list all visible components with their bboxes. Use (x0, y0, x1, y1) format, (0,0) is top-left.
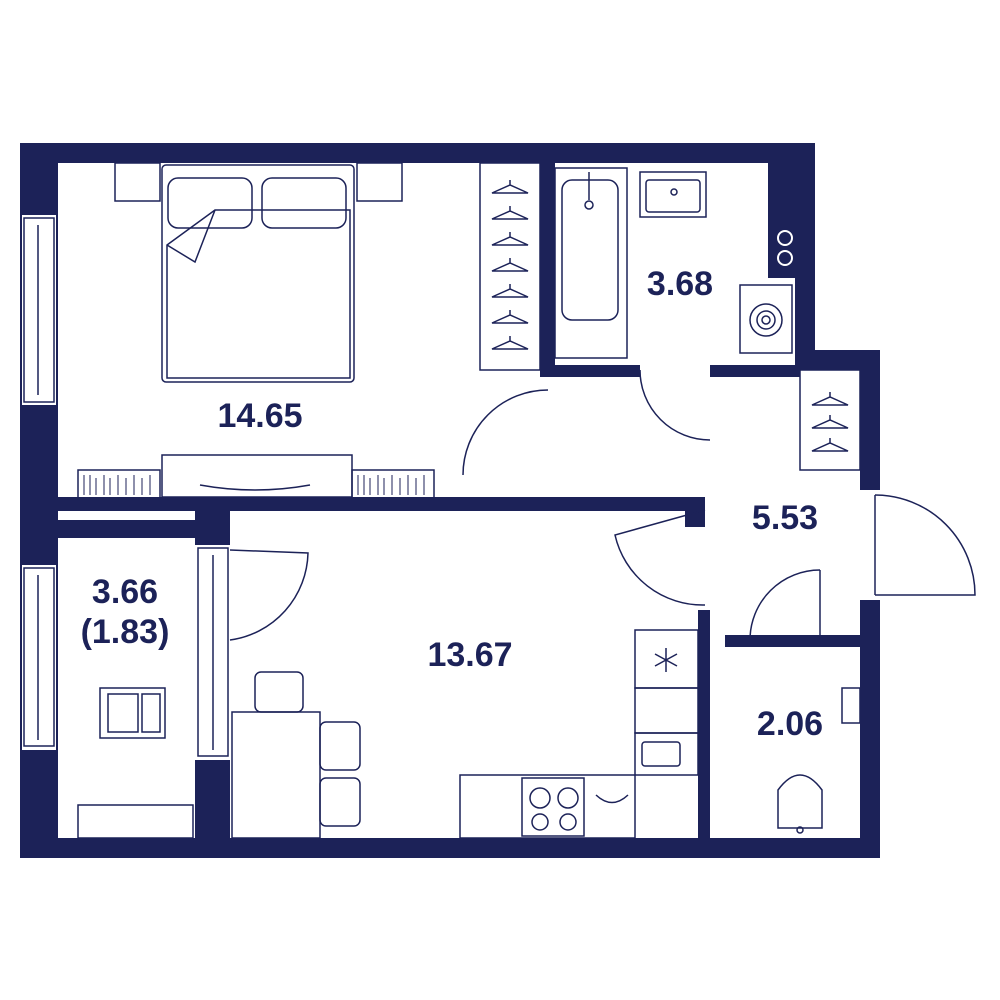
furniture (77, 162, 861, 839)
hall-area-label: 5.53 (751, 499, 819, 537)
window-icon (197, 547, 229, 757)
dining-table-icon (231, 671, 361, 839)
balcony-reduced-area-label: (1.83) (80, 613, 170, 651)
chair-icon (319, 721, 361, 771)
bedroom-area-label: 14.65 (217, 397, 303, 435)
door-icon (462, 389, 549, 476)
chair-icon (254, 671, 304, 713)
window-icon (23, 217, 55, 403)
sink-icon (634, 732, 699, 776)
shelf-icon (77, 469, 161, 499)
sink-icon (639, 171, 707, 218)
washing-machine-icon (739, 284, 793, 354)
balcony-shelf-icon (77, 804, 194, 839)
toilet-icon (777, 687, 861, 834)
wardrobe-icon (799, 369, 861, 471)
toilet-area-label: 2.06 (756, 705, 824, 743)
door-icon (229, 549, 309, 641)
tv-icon (199, 484, 311, 491)
door-icon (639, 369, 711, 441)
plant-icon (595, 794, 629, 804)
shelf-icon (351, 469, 435, 499)
kitchen-living-area-label: 13.67 (427, 636, 513, 674)
balcony-area-label: 3.66 (91, 573, 159, 611)
wardrobe-icon (479, 162, 541, 371)
chair-icon (319, 777, 361, 827)
bed-icon (114, 162, 403, 383)
bathroom-area-label: 3.68 (646, 265, 714, 303)
door-icon (749, 569, 821, 641)
chair-icon (99, 687, 166, 739)
door-icon (614, 509, 706, 606)
windows (23, 217, 229, 757)
window-icon (23, 567, 55, 747)
bathtub-icon (554, 167, 628, 359)
stove-icon (521, 777, 585, 837)
door-icon (874, 494, 976, 596)
kitchen-counter (459, 629, 699, 839)
doors (229, 369, 976, 641)
